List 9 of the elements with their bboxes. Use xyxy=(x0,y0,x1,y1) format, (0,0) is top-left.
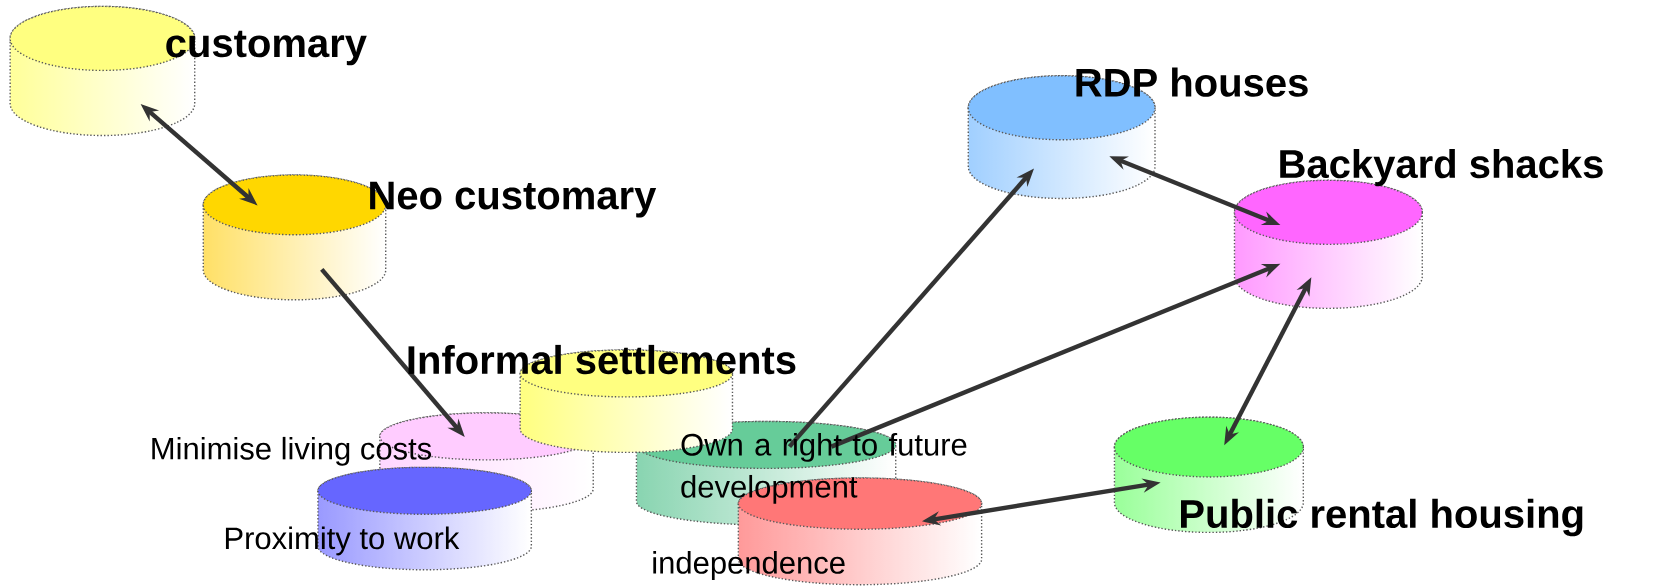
cylinder-label: customary xyxy=(166,30,367,66)
cylinder-label: Informal settlements xyxy=(408,344,796,375)
cylinder-label: Minimise living costs xyxy=(152,436,432,466)
cylinder-label: Backyard shacks xyxy=(1280,148,1603,187)
cylinder-label: Public rental housing xyxy=(1181,498,1583,537)
cylinder-label: Proximity to work xyxy=(225,526,460,556)
cylinder-label: independence xyxy=(653,551,845,580)
cylinder-label: RDP houses xyxy=(1076,67,1308,97)
cylinder xyxy=(1113,416,1304,534)
